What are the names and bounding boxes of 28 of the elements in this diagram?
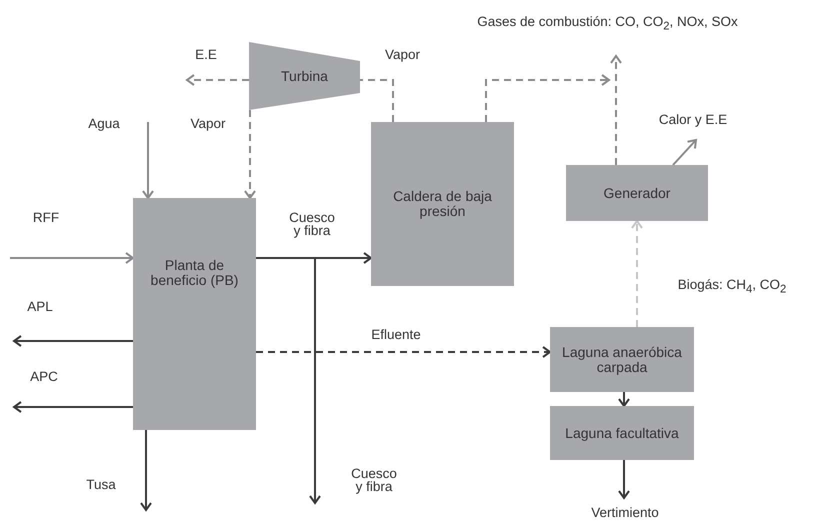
arrow — [256, 257, 321, 504]
process-box — [133, 198, 256, 430]
arrow — [610, 55, 622, 165]
arrow — [618, 392, 630, 407]
arrow — [485, 74, 610, 122]
node-label: Generador — [602, 186, 672, 200]
arrow — [186, 74, 249, 86]
process-box — [371, 122, 514, 286]
process-box — [550, 327, 694, 392]
arrow — [631, 220, 643, 327]
node-label: Laguna anaeróbica carpada — [561, 344, 683, 374]
arrow — [140, 430, 152, 511]
turbine-shape — [249, 42, 360, 110]
arrow — [618, 460, 630, 499]
arrow — [10, 252, 134, 264]
node-label: Turbina — [280, 68, 329, 84]
arrow — [256, 346, 551, 358]
arrow — [672, 139, 697, 166]
arrow — [142, 122, 154, 199]
process-box — [566, 165, 708, 221]
connector-line — [360, 79, 394, 122]
node-label: Caldera de baja presión — [392, 189, 493, 219]
arrow — [13, 335, 133, 347]
arrow — [13, 401, 133, 413]
node-label: Planta de beneficio (PB) — [150, 258, 240, 288]
process-box — [550, 406, 694, 460]
node-label: Laguna facultativa — [564, 426, 680, 440]
arrow — [244, 110, 256, 199]
